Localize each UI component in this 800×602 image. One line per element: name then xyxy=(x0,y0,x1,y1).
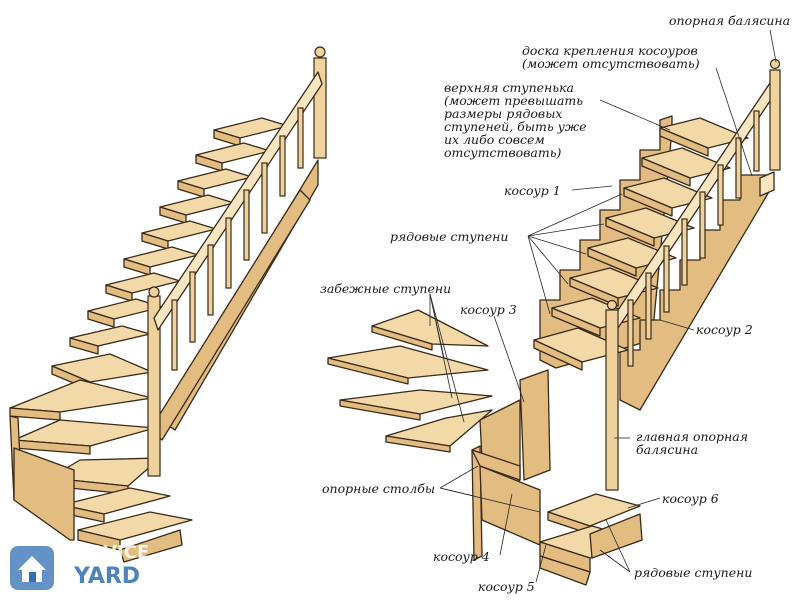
label-regular-steps-top: рядовые ступени xyxy=(390,229,509,244)
label-stringer-3: косоур 3 xyxy=(460,302,517,317)
label-stringer-1: косоур 1 xyxy=(504,183,561,198)
left-balusters xyxy=(171,107,304,371)
label-stringer-board: доска крепления косоуров (может отсутств… xyxy=(522,43,700,71)
right-balusters xyxy=(627,110,760,367)
label-winder-steps: забежные ступени xyxy=(320,281,452,296)
label-support-posts: опорные столбы xyxy=(322,481,436,496)
left-straight-steps xyxy=(69,117,289,355)
watermark-line2: YARD xyxy=(74,564,141,589)
assembled-staircase xyxy=(9,46,327,563)
house-logo-icon xyxy=(10,546,54,590)
label-stringer-2: косоур 2 xyxy=(696,322,753,337)
leader-lines xyxy=(429,29,777,583)
label-stringer-4: косоур 4 xyxy=(433,549,490,564)
label-regular-steps-bottom: рядовые ступени xyxy=(634,565,753,580)
right-regular-steps xyxy=(533,117,749,371)
left-newel-posts xyxy=(147,46,327,477)
label-main-baluster: главная опорная балясина xyxy=(636,429,749,457)
label-stringer-6: косоур 6 xyxy=(662,491,719,506)
watermark-logo: SERVICE YARD xyxy=(8,540,158,596)
bottom-steps-exploded xyxy=(539,493,643,586)
label-top-step: верхняя ступенька (может превышать разме… xyxy=(444,80,587,160)
watermark-line1: SERVICE xyxy=(64,542,150,563)
label-stringer-5: косоур 5 xyxy=(478,579,535,594)
winder-steps-exploded xyxy=(327,309,493,453)
label-support-baluster: опорная балясина xyxy=(669,13,791,28)
exploded-staircase xyxy=(327,29,781,586)
